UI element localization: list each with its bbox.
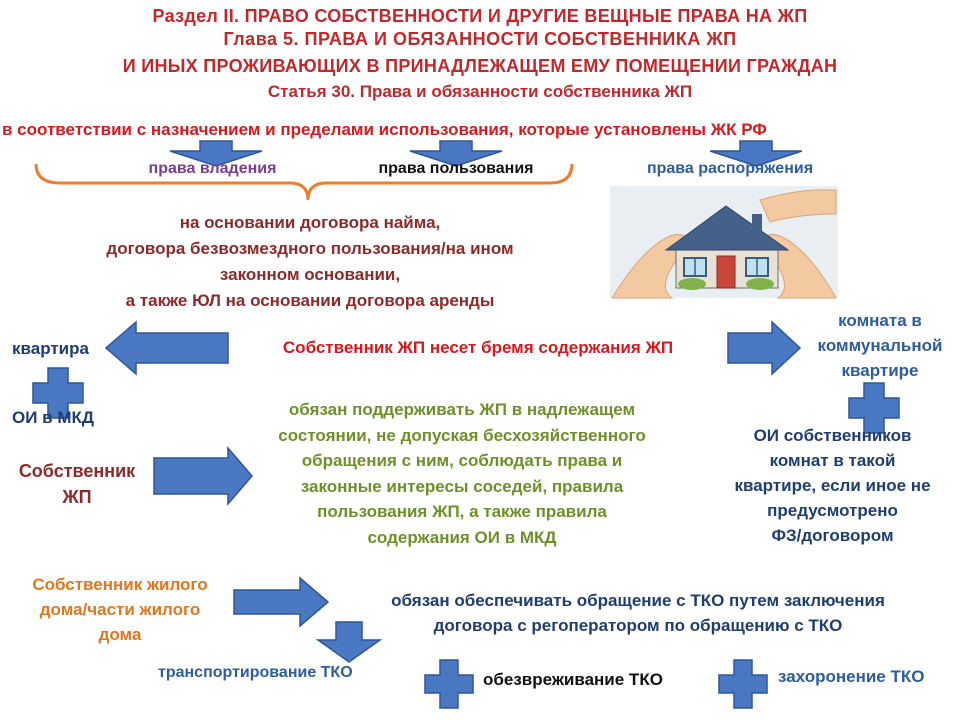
owner-duty-line: содержания ОИ в МКД — [367, 527, 557, 547]
room-label-line: коммунальной — [817, 336, 943, 355]
room-owners-line: предусмотрено — [767, 501, 898, 520]
rights-use-label: права пользования — [378, 160, 534, 177]
tko-burial: захоронение ТКО — [778, 667, 925, 686]
plus-icon-right — [848, 382, 900, 434]
left-arrow-apartment — [104, 320, 229, 376]
owner-duty-text: обязан поддерживать ЖП в надлежащем сост… — [222, 397, 702, 550]
room-label: комната в коммунальной квартире — [800, 308, 960, 383]
plus-icon-tko-2 — [718, 659, 768, 709]
house-in-hands-illustration — [610, 186, 838, 299]
basis-line: договора безвозмездного пользования/на и… — [106, 239, 514, 258]
room-label-line: комната в — [838, 311, 922, 330]
plus-icon-left — [32, 367, 84, 419]
down-arrow-use — [409, 140, 503, 167]
tko-neutralize: обезвреживание ТКО — [483, 670, 663, 689]
basis-line: а также ЮЛ на основании договора аренды — [125, 291, 495, 310]
right-arrow-owner — [153, 445, 253, 507]
basis-line: на основании договора найма, — [179, 213, 441, 232]
owner-duty-line: законные интересы соседей, правила — [300, 476, 624, 496]
burden-text: Собственник ЖП несет бремя содержания ЖП — [282, 338, 674, 357]
article-title: Статья 30. Права и обязанности собственн… — [267, 82, 693, 101]
room-owners-common-property: ОИ собственников комнат в такой квартире… — [705, 423, 960, 548]
section-title: Раздел II. ПРАВО СОБСТВЕННОСТИ И ДРУГИЕ … — [152, 6, 808, 26]
house-duty-line: договора с регоператором по обращению с … — [433, 616, 843, 635]
down-arrow-disposal — [709, 140, 803, 167]
house-owner-label: Собственник жилого дома/части жилого дом… — [0, 572, 240, 647]
house-owner-line: дома/части жилого — [39, 600, 201, 619]
chapter-subtitle: И ИНЫХ ПРОЖИВАЮЩИХ В ПРИНАДЛЕЖАЩЕМ ЕМУ П… — [122, 56, 838, 76]
owner-duty-line: пользования ЖП, а также правила — [317, 502, 607, 521]
down-arrow-tko — [315, 621, 383, 663]
right-arrow-house-owner — [233, 576, 330, 628]
owner-label-line: ЖП — [62, 487, 92, 507]
house-duty-text: обязан обеспечивать обращение с ТКО путе… — [320, 588, 956, 638]
rights-possession-label: права владения — [148, 160, 277, 177]
room-owners-line: комнат в такой — [769, 451, 896, 470]
room-owners-line: ОИ собственников — [753, 426, 912, 445]
down-arrow-possession — [169, 140, 263, 167]
orange-bracket — [34, 163, 574, 201]
owner-duty-line: обязан поддерживать ЖП в надлежащем — [288, 400, 636, 419]
common-property-label: ОИ в МКД — [12, 408, 94, 427]
basis-line: законном основании, — [219, 265, 401, 284]
owner-label: Собственник ЖП — [0, 458, 154, 510]
rights-disposal-label: права распоряжения — [646, 160, 814, 177]
house-owner-line: Собственник жилого — [32, 575, 208, 594]
house-owner-line: дома — [98, 625, 142, 644]
tko-transport: транспортирование ТКО — [158, 664, 353, 681]
owner-duty-line: состоянии, не допуская бесхозяйственного — [278, 425, 646, 445]
house-duty-line: обязан обеспечивать обращение с ТКО путе… — [391, 591, 885, 610]
chapter-title: Глава 5. ПРАВА И ОБЯЗАННОСТИ СОБСТВЕННИК… — [223, 29, 737, 49]
room-owners-line: квартире, если иное не — [734, 476, 931, 495]
room-owners-line: ФЗ/договором — [771, 526, 894, 545]
owner-duty-line: обращения с ним, соблюдать права и — [301, 451, 623, 470]
owner-label-line: Собственник — [18, 461, 136, 481]
basis-text: на основании договора найма, договора бе… — [40, 210, 580, 314]
plus-icon-tko-1 — [424, 659, 474, 709]
apartment-label: квартира — [12, 339, 89, 358]
right-arrow-room — [727, 320, 802, 376]
purpose-line: в соответствии с назначением и пределами… — [2, 120, 767, 139]
room-label-line: квартире — [841, 361, 919, 380]
